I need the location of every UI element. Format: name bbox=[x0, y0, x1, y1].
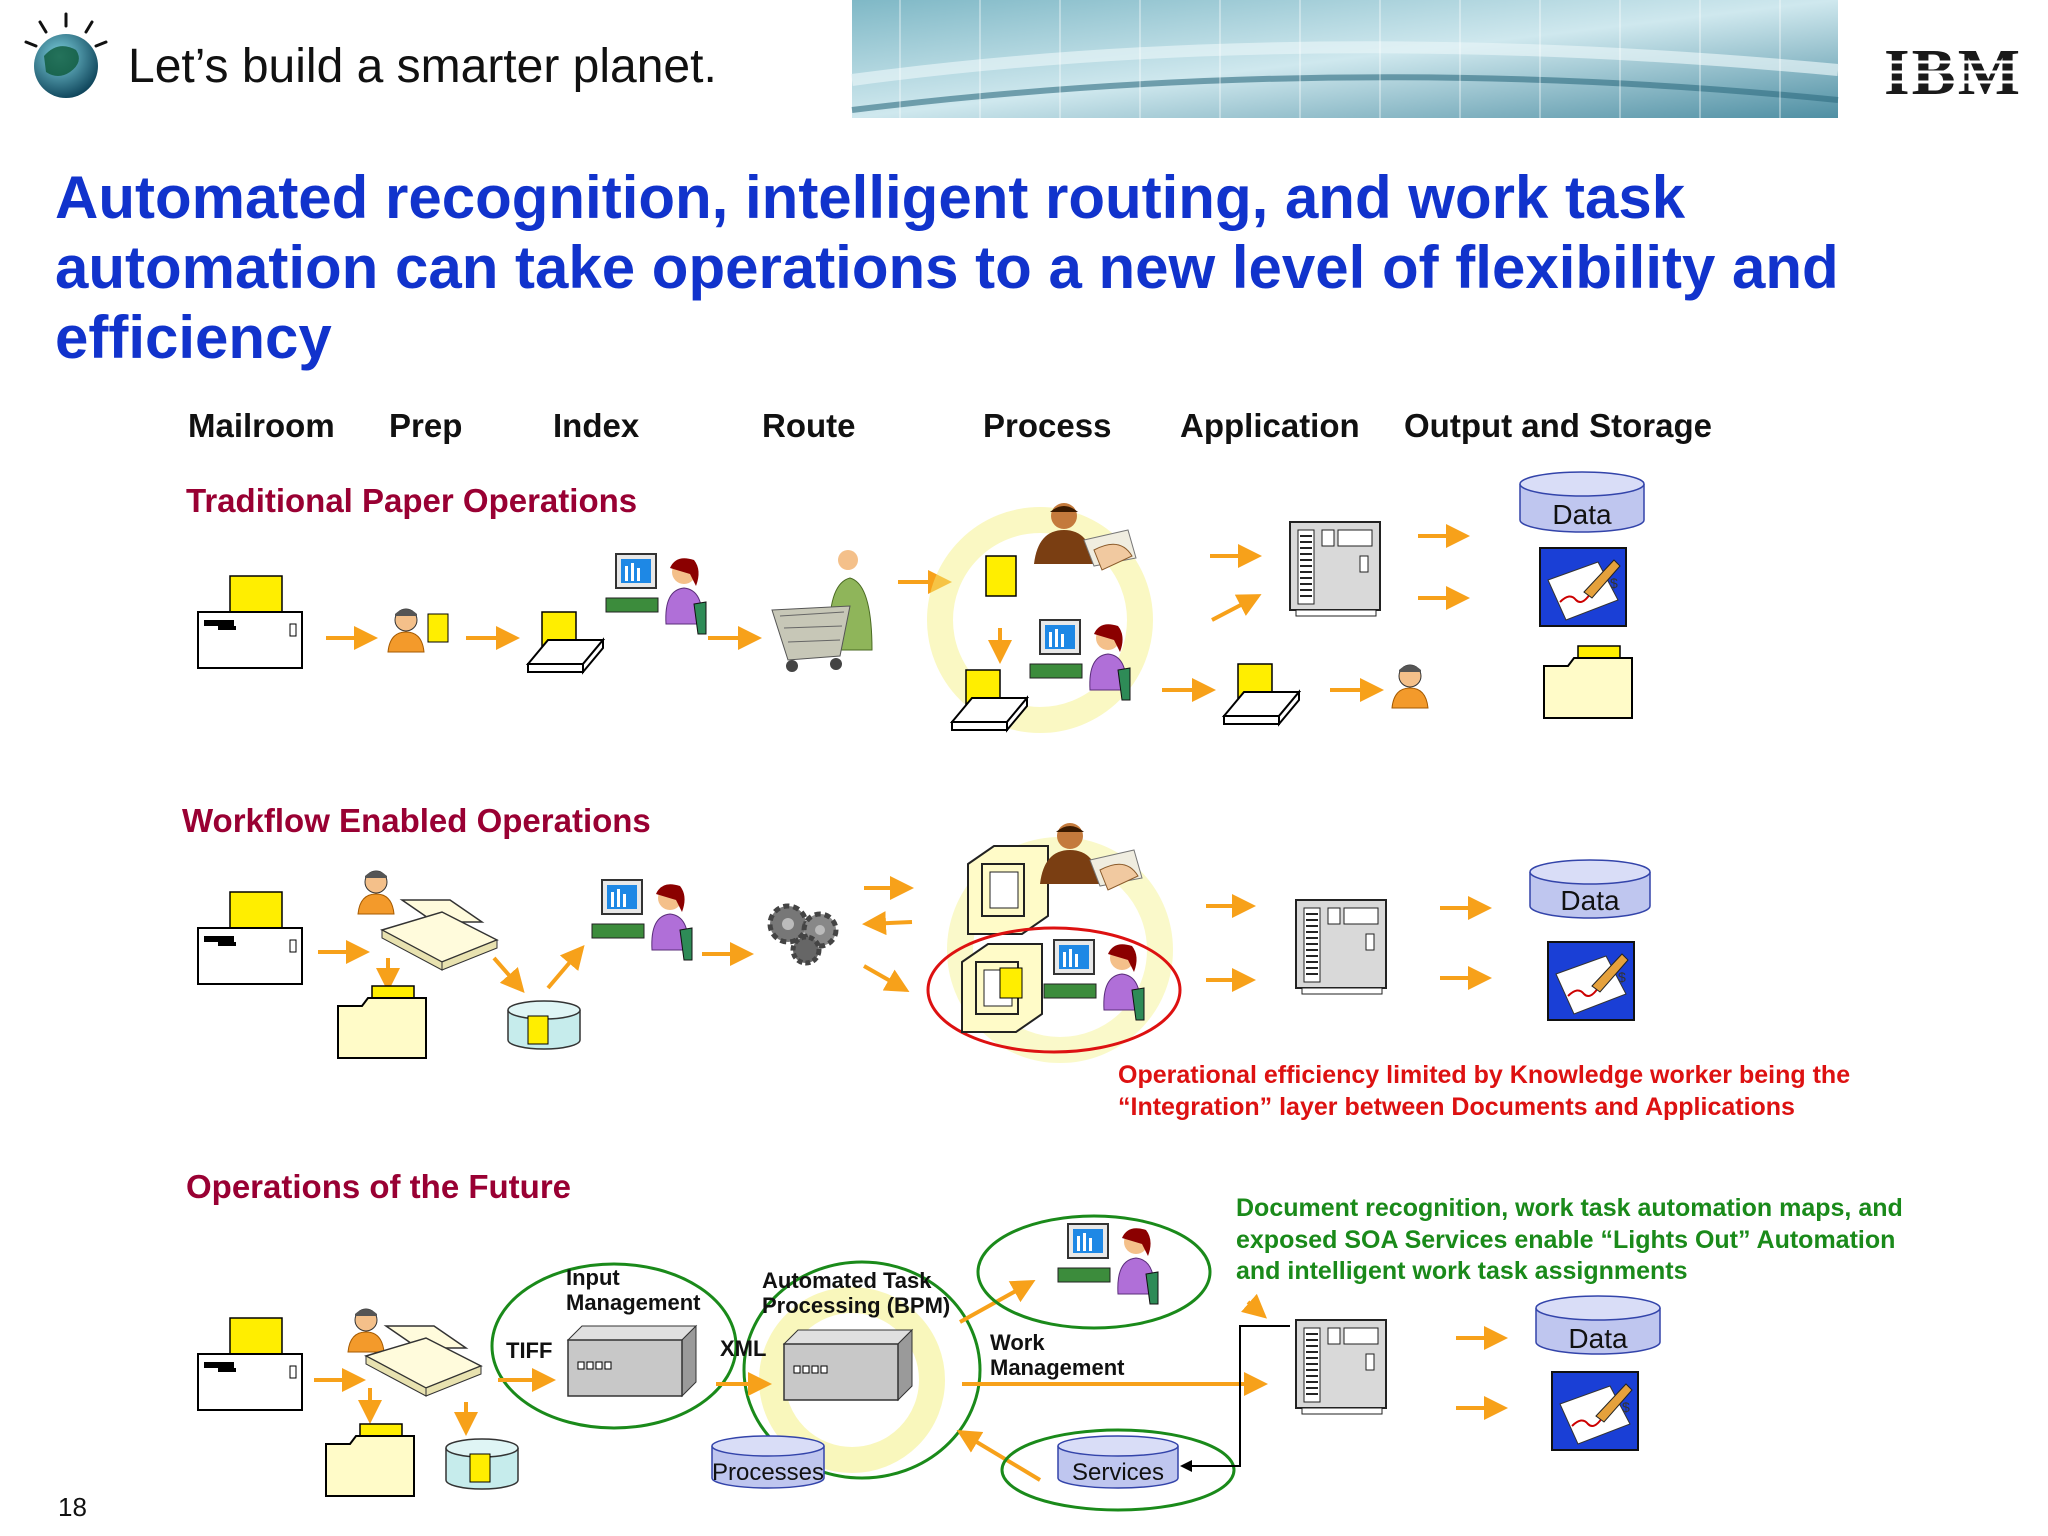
data-label: Data bbox=[1560, 885, 1620, 916]
title-line-2: automation can take operations to a new … bbox=[55, 234, 1839, 301]
section-workflow: Workflow Enabled Operations bbox=[182, 802, 1850, 1121]
input-management-label-line-2: Management bbox=[566, 1290, 701, 1315]
services-label: Services bbox=[1072, 1459, 1164, 1486]
work-management-label-line-1: Work bbox=[990, 1330, 1045, 1355]
flow-arrow bbox=[546, 944, 585, 990]
section-traditional: Traditional Paper Operations bbox=[186, 471, 1645, 733]
services-link-line bbox=[1180, 1325, 1290, 1472]
data-store-cylinder: Data bbox=[1519, 471, 1645, 533]
xml-label: XML bbox=[720, 1336, 766, 1361]
folder-icon bbox=[1543, 645, 1633, 719]
data-store-cylinder: Data bbox=[1529, 859, 1651, 919]
header: Let’s build a smarter planet. IBM bbox=[24, 0, 2030, 118]
bottleneck-highlight-ring bbox=[926, 926, 1182, 1054]
folder-icon bbox=[325, 1423, 415, 1497]
scanner-icon bbox=[365, 1325, 482, 1397]
data-store-cylinder: Data bbox=[1535, 1295, 1661, 1355]
header-banner-image bbox=[851, 0, 1839, 118]
check-icon bbox=[1539, 547, 1627, 627]
check-icon bbox=[1547, 941, 1635, 1021]
bpm-ring bbox=[742, 1260, 982, 1480]
section-future: Operations of the Future Input Managemen… bbox=[186, 1168, 1903, 1512]
slide-title: Automated recognition, intelligent routi… bbox=[55, 164, 1839, 371]
input-management-label-line-1: Input bbox=[566, 1265, 620, 1290]
bpm-server-icon bbox=[783, 1329, 913, 1401]
future-note-line-3: and intelligent work task assignments bbox=[1236, 1257, 1688, 1285]
mainframe-icon bbox=[1295, 899, 1387, 995]
section-title-future: Operations of the Future bbox=[186, 1168, 571, 1205]
bpm-label-line-2: Processing (BPM) bbox=[762, 1293, 950, 1318]
data-label: Data bbox=[1568, 1323, 1628, 1354]
processes-label: Processes bbox=[712, 1459, 824, 1486]
mainframe-icon bbox=[1289, 521, 1381, 617]
tiff-label: TIFF bbox=[506, 1338, 552, 1363]
stage-output-storage: Output and Storage bbox=[1404, 407, 1712, 444]
folder-icon bbox=[337, 985, 427, 1059]
input-management-server-icon bbox=[567, 1325, 697, 1397]
flow-arrow bbox=[956, 1429, 1042, 1482]
future-note-line-2: exposed SOA Services enable “Lights Out”… bbox=[1236, 1226, 1895, 1254]
work-management-label-line-2: Management bbox=[990, 1355, 1125, 1380]
bpm-label-line-1: Automated Task bbox=[762, 1268, 932, 1293]
stage-application: Application bbox=[1180, 407, 1360, 444]
section-title-traditional: Traditional Paper Operations bbox=[186, 482, 637, 519]
stage-process: Process bbox=[983, 407, 1111, 444]
mailbox-icon bbox=[197, 1317, 303, 1411]
globe-logo-icon bbox=[24, 12, 108, 98]
clerk-icon bbox=[387, 608, 449, 653]
input-management-ring bbox=[490, 1262, 738, 1430]
scan-operator-icon bbox=[357, 870, 395, 915]
mainframe-icon bbox=[1295, 1319, 1387, 1415]
process-cycle-icon bbox=[759, 1287, 945, 1473]
flow-arrow bbox=[862, 911, 913, 936]
ibm-logo: IBM bbox=[1884, 36, 2030, 109]
flow-arrow bbox=[863, 964, 910, 992]
future-note: Document recognition, work task automati… bbox=[1236, 1194, 1903, 1285]
scanner-icon bbox=[381, 899, 498, 971]
indexer-workstation-icon bbox=[591, 879, 693, 961]
check-icon bbox=[1551, 1371, 1639, 1451]
stage-headers: Mailroom Prep Index Route Process Applic… bbox=[188, 407, 1712, 444]
stage-mailroom: Mailroom bbox=[188, 407, 335, 444]
tagline: Let’s build a smarter planet. bbox=[128, 40, 717, 93]
knowledge-worker-integration-icon bbox=[961, 939, 1145, 1033]
page-number: 18 bbox=[58, 1492, 87, 1522]
flow-arrow bbox=[1241, 1293, 1268, 1319]
stage-prep: Prep bbox=[389, 407, 462, 444]
mailbox-icon bbox=[197, 575, 303, 669]
title-line-1: Automated recognition, intelligent routi… bbox=[55, 164, 1686, 231]
mailbox-icon bbox=[197, 891, 303, 985]
filing-tray-icon bbox=[1223, 663, 1300, 725]
worker-ring bbox=[976, 1214, 1212, 1330]
flow-arrow bbox=[1211, 594, 1262, 622]
person-icon bbox=[1391, 664, 1429, 709]
flow-arrow bbox=[492, 956, 525, 994]
workflow-note-line-2: “Integration” layer between Documents an… bbox=[1118, 1093, 1795, 1121]
title-line-3: efficiency bbox=[55, 304, 332, 371]
image-repository-cylinder bbox=[445, 1438, 519, 1490]
knowledge-worker-icon bbox=[1057, 1223, 1159, 1305]
services-store-cylinder: Services bbox=[1057, 1435, 1179, 1489]
data-label: Data bbox=[1552, 499, 1612, 530]
terminal-icon bbox=[967, 845, 1049, 935]
services-ring bbox=[1000, 1428, 1236, 1512]
stage-index: Index bbox=[553, 407, 640, 444]
stage-route: Route bbox=[762, 407, 856, 444]
workflow-note-line-1: Operational efficiency limited by Knowle… bbox=[1118, 1061, 1850, 1089]
routing-gears-icon bbox=[770, 906, 836, 963]
processes-store-cylinder: Processes bbox=[711, 1435, 825, 1489]
section-title-workflow: Workflow Enabled Operations bbox=[182, 802, 651, 839]
future-note-line-1: Document recognition, work task automati… bbox=[1236, 1194, 1903, 1222]
knowledge-worker-icon bbox=[951, 502, 1137, 731]
workflow-note: Operational efficiency limited by Knowle… bbox=[1118, 1061, 1850, 1121]
process-cycle-icon bbox=[927, 507, 1153, 733]
scan-operator-icon bbox=[347, 1308, 385, 1353]
image-repository-cylinder bbox=[507, 1000, 581, 1050]
indexer-workstation-icon bbox=[527, 553, 707, 673]
mail-cart-icon bbox=[771, 550, 873, 672]
